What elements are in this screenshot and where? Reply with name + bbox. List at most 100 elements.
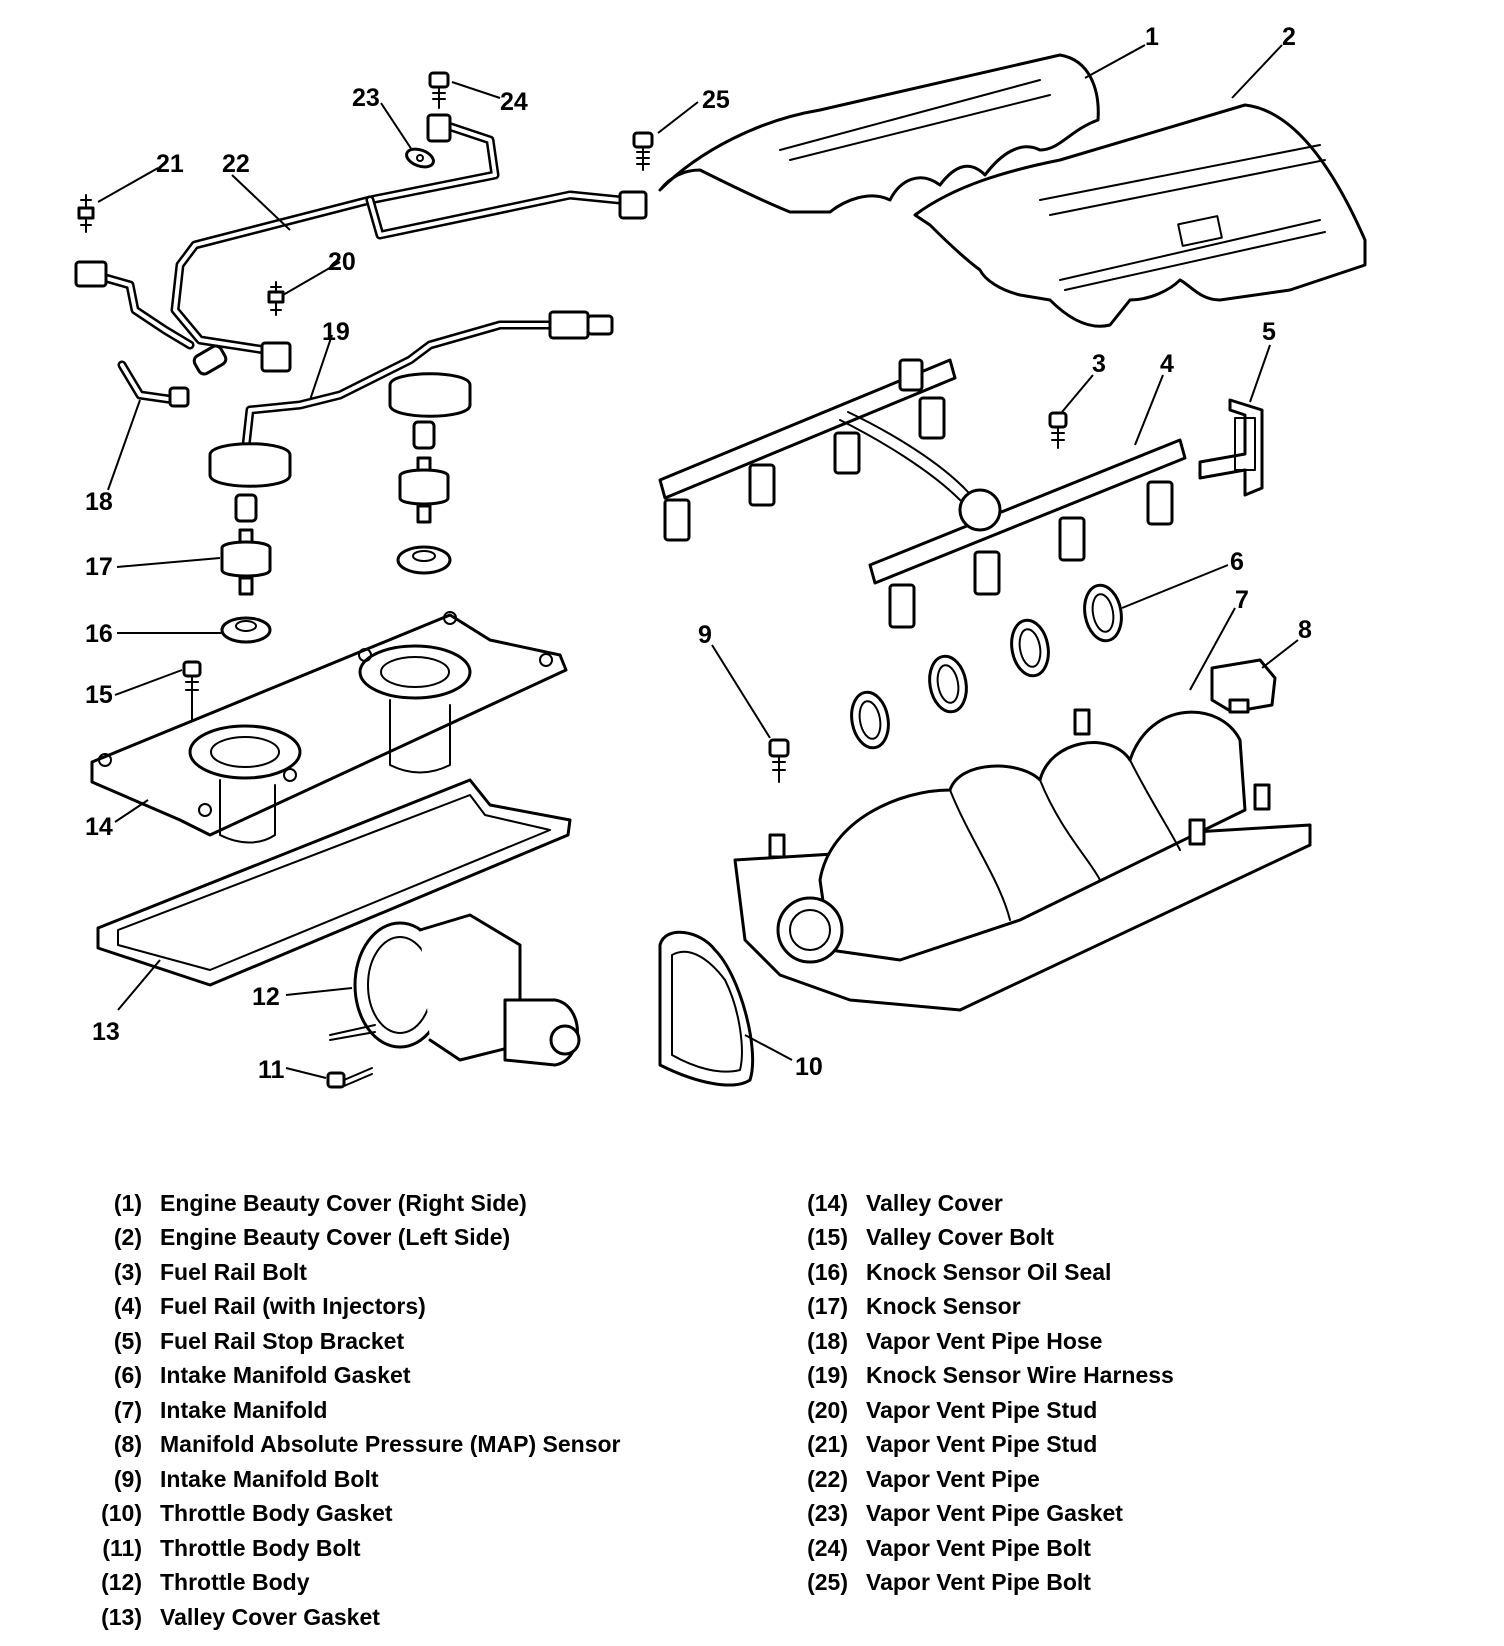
legend-item: (13)Valley Cover Gasket [90,1600,621,1635]
parts-legend: (1) Engine Beauty Cover (Right Side) (2)E… [0,1186,1504,1646]
callout-25: 25 [702,86,730,114]
legend-item-number: (5) [113,1327,142,1354]
legend-item-number: (13) [101,1603,142,1630]
legend-item-name: Intake Manifold Gasket [160,1362,411,1389]
legend-item-name: Vapor Vent Pipe Gasket [866,1500,1123,1527]
valley-cover-gasket [96,778,572,987]
exploded-parts-diagram: 1 2 3 4 5 6 7 8 9 10 11 12 13 14 15 16 1… [74,23,1367,1089]
legend-item: (3)Fuel Rail Bolt [90,1255,621,1290]
knock-sensor-wire-harness [208,310,614,523]
callout-5: 5 [1262,318,1276,346]
leader-lines [97,44,1299,1079]
legend-item: (21) Vapor Vent Pipe Stud [796,1428,1174,1463]
throttle-body-gasket [658,930,755,1087]
legend-item: (9) Intake Manifold Bolt [90,1462,621,1497]
legend-item: (4) Fuel Rail (with Injectors) [90,1290,621,1325]
intake-manifold [733,708,1312,1012]
legend-item-name: Intake Manifold Bolt [160,1465,379,1492]
legend-item-name: Vapor Vent Pipe Bolt [866,1569,1091,1596]
callout-22: 22 [222,150,250,178]
callout-3: 3 [1092,350,1106,378]
legend-item-name: Knock Sensor Wire Harness [866,1362,1174,1389]
legend-item-number: (24) [807,1534,848,1561]
legend-item: (17)Knock Sensor [796,1290,1174,1325]
legend-item: (5)Fuel Rail Stop Bracket [90,1324,621,1359]
legend-item-number: (4) [113,1293,142,1320]
legend-item-name: Intake Manifold [160,1396,328,1423]
valley-cover [90,611,568,844]
legend-item-number: (9) [113,1465,142,1492]
knock-sensors [220,456,450,596]
callout-23: 23 [352,84,380,112]
legend-item-number: (2) [113,1224,142,1251]
legend-item-number: (16) [807,1258,848,1285]
legend-item-name: Vapor Vent Pipe Stud [866,1431,1098,1458]
legend-item-number: (7) [113,1396,142,1423]
legend-item-number: (15) [807,1224,848,1251]
legend-item: (12)Throttle Body [90,1566,621,1601]
legend-item: (25) Vapor Vent Pipe Bolt [796,1566,1174,1601]
legend-column-right: (14) Valley Cover (15) Valley Cover Bolt (… [796,1186,1174,1600]
legend-item-name: Valley Cover [866,1189,1003,1216]
callout-6: 6 [1230,548,1244,576]
legend-item-number: (25) [807,1569,848,1596]
legend-item-number: (10) [101,1500,142,1527]
vapor-vent-pipe-hose [117,360,190,408]
legend-item-number: (14) [807,1189,848,1216]
vapor-vent-pipe-bolt-24 [428,71,450,109]
legend-item: (2)Engine Beauty Cover (Left Side) [90,1221,621,1256]
legend-item: (18)Vapor Vent Pipe Hose [796,1324,1174,1359]
legend-item-name: Valley Cover Bolt [866,1224,1054,1251]
legend-item-number: (11) [102,1534,142,1561]
legend-item: (6) Intake Manifold Gasket [90,1359,621,1394]
legend-item-number: (21) [807,1431,848,1458]
engine-beauty-cover-right [658,53,1100,214]
legend-item-number: (8) [113,1431,142,1458]
vapor-vent-pipe-gasket [405,147,435,169]
legend-item-name: Engine Beauty Cover (Right Side) [160,1189,527,1216]
callout-13: 13 [92,1018,120,1046]
legend-item-name: Vapor Vent Pipe Hose [866,1327,1103,1354]
legend-item: (23) Vapor Vent Pipe Gasket [796,1497,1174,1532]
legend-item: (10) Throttle Body Gasket [90,1497,621,1532]
legend-item-name: Throttle Body Gasket [160,1500,393,1527]
callout-24: 24 [500,88,528,116]
legend-item: (16)Knock Sensor Oil Seal [796,1255,1174,1290]
intake-manifold-gaskets [850,583,1123,750]
legend-item: (14) Valley Cover [796,1186,1174,1221]
callout-19: 19 [322,318,350,346]
callout-11: 11 [258,1056,285,1084]
callout-8: 8 [1298,616,1312,644]
fuel-rail-bolt [1048,411,1068,449]
callout-7: 7 [1235,586,1249,614]
valley-cover-bolt [182,660,202,721]
legend-item-name: Vapor Vent Pipe Bolt [866,1534,1091,1561]
legend-item-number: (3) [113,1258,142,1285]
legend-item-name: Fuel Rail (with Injectors) [160,1293,426,1320]
callout-2: 2 [1282,23,1296,51]
legend-item: (15) Valley Cover Bolt [796,1221,1174,1256]
legend-item-number: (6) [113,1362,142,1389]
map-sensor [1210,658,1277,714]
legend-item: (11) Throttle Body Bolt [90,1531,621,1566]
callout-15: 15 [85,681,113,709]
legend-column-left: (1) Engine Beauty Cover (Right Side) (2)E… [90,1186,621,1635]
fuel-rail-stop-bracket [1198,398,1264,497]
vapor-vent-pipe-stud-21 [77,194,95,233]
legend-item: (20)Vapor Vent Pipe Stud [796,1393,1174,1428]
callout-21: 21 [156,150,184,178]
legend-item-number: (1) [113,1189,142,1216]
vapor-vent-pipe-stud-20 [267,281,285,316]
engine-beauty-cover-left [913,103,1367,328]
legend-item-name: Throttle Body Bolt [160,1534,361,1561]
legend-item-number: (23) [807,1500,848,1527]
callout-9: 9 [698,621,712,649]
legend-item: (24) Vapor Vent Pipe Bolt [796,1531,1174,1566]
vapor-vent-pipe [74,113,648,376]
callout-20: 20 [328,248,356,276]
callout-4: 4 [1160,350,1174,378]
throttle-body-bolt [326,1067,373,1089]
vapor-vent-pipe-bolt-25 [632,131,654,171]
callout-labels: 1 2 3 4 5 6 7 8 9 10 11 12 13 14 15 16 1… [85,23,1312,1084]
callout-14: 14 [85,813,113,841]
